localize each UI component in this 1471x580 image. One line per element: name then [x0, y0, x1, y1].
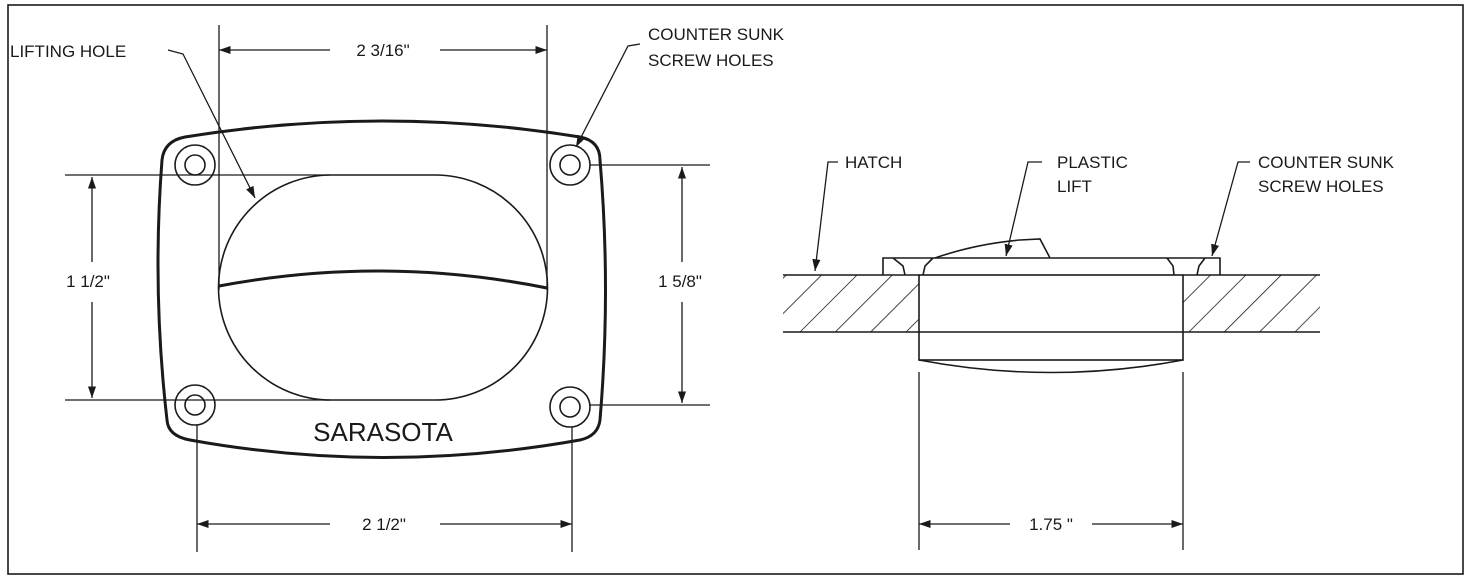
screw-holes-label-1: COUNTER SUNK: [648, 25, 785, 44]
dim-top-width: 2 3/16": [356, 41, 409, 60]
top-view: 2 3/16" 1 1/2" 1 5/8" 2 1/2" SARASOTA LI…: [10, 25, 785, 552]
plastic-lift-label-1: PLASTIC: [1057, 153, 1128, 172]
lift-body: [918, 274, 1184, 361]
side-view: 1.75 " HATCH PLASTIC LIFT COUNTER SUNK S…: [783, 153, 1395, 550]
screw-holes-label-2: SCREW HOLES: [648, 51, 774, 70]
brand-text: SARASOTA: [313, 417, 453, 447]
dim-left-height: 1 1/2": [66, 272, 110, 291]
plate-outline: [156, 119, 607, 459]
lifting-hole-label: LIFTING HOLE: [10, 42, 126, 61]
dim-bottom-width: 2 1/2": [362, 515, 406, 534]
side-screw-holes-label-2: SCREW HOLES: [1258, 177, 1384, 196]
lift-flange: [882, 257, 1221, 275]
lift-edge: [218, 269, 548, 290]
dim-right-height: 1 5/8": [658, 272, 702, 291]
hatch-section-left: [783, 275, 919, 332]
plastic-lift-label-2: LIFT: [1057, 177, 1092, 196]
lifting-hole: [217, 174, 549, 401]
screw-holes: [174, 144, 591, 428]
side-screw-holes-label-1: COUNTER SUNK: [1258, 153, 1395, 172]
drawing-border: [7, 4, 1464, 575]
hatch-label: HATCH: [845, 153, 902, 172]
lift-tab: [934, 238, 1051, 259]
hatch-section-right: [1183, 275, 1320, 332]
dim-side-width: 1.75 ": [1029, 515, 1073, 534]
